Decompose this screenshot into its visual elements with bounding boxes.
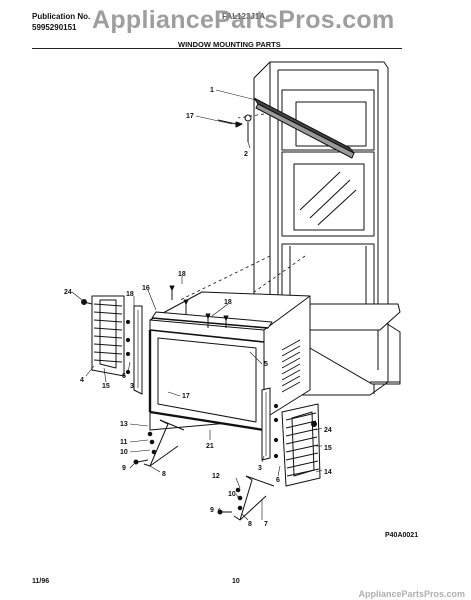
- callout-2: 2: [244, 151, 248, 158]
- callout-18-a: 18: [178, 271, 186, 278]
- right-accordion-panel: [261, 387, 321, 487]
- callout-11: 11: [120, 439, 128, 446]
- callout-10-left: 10: [120, 449, 128, 456]
- callout-8-right: 8: [248, 521, 252, 528]
- callout-24-left: 24: [64, 289, 72, 296]
- callout-4: 4: [80, 377, 84, 384]
- callout-labels: 1 17 2 18 16 18 24 18 4 15 6 3 5 17 13 1…: [64, 87, 332, 528]
- top-screw: [217, 114, 252, 142]
- callout-24-right: 24: [324, 427, 332, 434]
- callout-18-c: 18: [126, 291, 134, 298]
- top-rail: [151, 311, 273, 329]
- footer-page-number: 10: [232, 578, 240, 585]
- publication-number: 5995290151: [32, 23, 77, 32]
- callout-17-mid: 17: [182, 393, 190, 400]
- callout-1: 1: [210, 87, 214, 94]
- model-number: FAL123J1A: [222, 12, 266, 21]
- callout-21: 21: [206, 443, 214, 450]
- top-mounting-angle: [253, 97, 355, 159]
- left-support-bracket: [133, 419, 185, 467]
- section-title: WINDOW MOUNTING PARTS: [178, 40, 281, 49]
- callout-9-left: 9: [122, 465, 126, 472]
- callout-15-left: 15: [102, 383, 110, 390]
- right-support-bracket: [217, 475, 275, 521]
- callout-18-b: 18: [224, 299, 232, 306]
- callout-14: 14: [324, 469, 332, 476]
- rail-screws: [169, 285, 229, 328]
- callout-3-left: 3: [130, 383, 134, 390]
- publication-label: Publication No.: [32, 12, 91, 21]
- callout-8-left: 8: [162, 471, 166, 478]
- callout-13: 13: [120, 421, 128, 428]
- callout-10-right: 10: [228, 491, 236, 498]
- left-accordion-panel: [81, 295, 143, 395]
- header-rule: [32, 48, 402, 49]
- callout-6-left: 6: [122, 373, 126, 380]
- callout-12: 12: [212, 473, 220, 480]
- callout-16: 16: [142, 285, 150, 292]
- watermark-bottom: AppliancePartsPros.com: [358, 589, 465, 599]
- leader-lines: [71, 89, 323, 521]
- callout-15-right: 15: [324, 445, 332, 452]
- footer-date: 11/96: [32, 578, 50, 585]
- callout-3-right: 3: [258, 465, 262, 472]
- front-frame: [148, 329, 265, 432]
- diagram-code: P40A0021: [385, 532, 419, 539]
- callout-17-top: 17: [186, 113, 194, 120]
- callout-6-right: 6: [276, 477, 280, 484]
- callout-7: 7: [264, 521, 268, 528]
- callout-5: 5: [264, 361, 268, 368]
- callout-9-right: 9: [210, 507, 214, 514]
- watermark: AppliancePartsPros.com: [92, 6, 395, 34]
